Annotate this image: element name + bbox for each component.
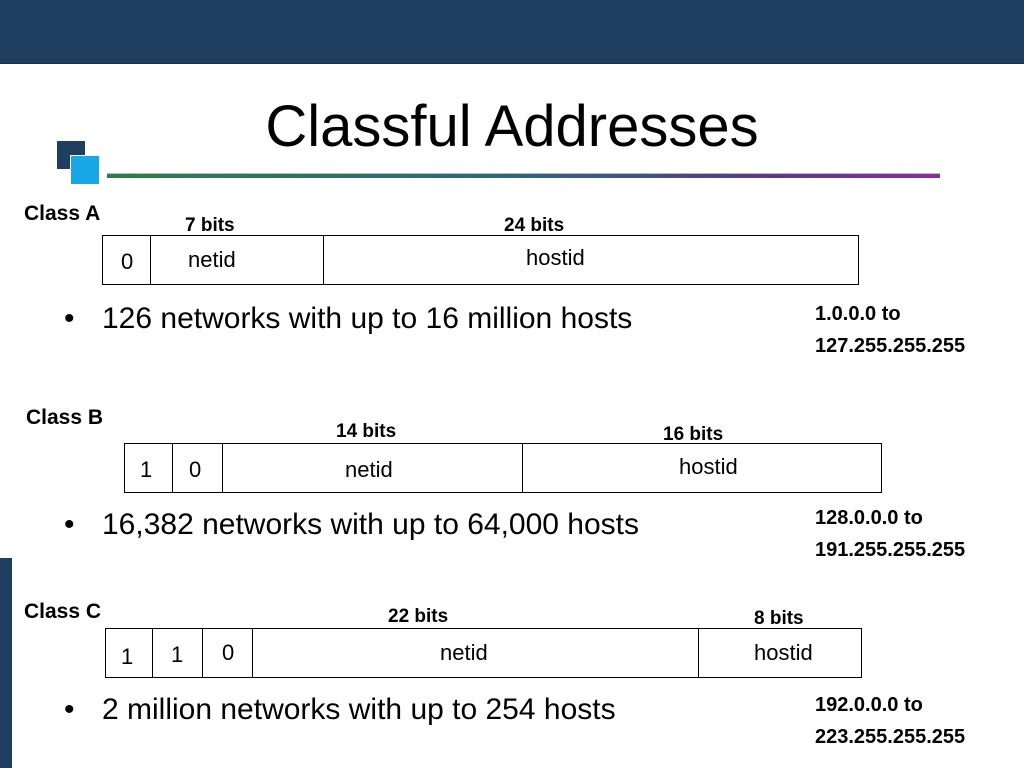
class-a-field-netid: netid [151, 236, 324, 284]
class-a-range: 1.0.0.0 to 127.255.255.255 [815, 303, 966, 357]
class-c-label: Class C [24, 600, 102, 623]
class-c-range: 192.0.0.0 to 223.255.255.255 [815, 694, 966, 748]
class-b-field-first-bit: 1 [125, 444, 173, 492]
class-c-field-netid: netid [253, 629, 699, 677]
class-a-address-format: 0 netid hostid [102, 235, 859, 285]
square-accent-icon [70, 155, 100, 185]
class-b-address-format: 1 0 netid hostid [124, 443, 882, 493]
class-a-hostid-bits: 24 bits [504, 215, 565, 236]
class-c-hostid-bits: 8 bits [754, 608, 804, 629]
header-bar [0, 0, 1024, 64]
class-b-field-netid: netid [223, 444, 523, 492]
left-accent-bar [0, 558, 12, 768]
bullet-icon: • [64, 302, 75, 335]
class-a-netid-bits: 7 bits [185, 215, 235, 236]
class-b-netid-bits: 14 bits [336, 421, 397, 442]
class-a-bullet: •126 networks with up to 16 million host… [64, 302, 633, 335]
class-b-field-hostid: hostid [679, 454, 738, 479]
class-c-address-format: 1 1 0 netid hostid [105, 628, 862, 678]
title-divider [107, 173, 940, 178]
class-c-field-third-bit: 0 [203, 629, 253, 677]
slide-title: Classful Addresses [265, 94, 759, 159]
class-c-netid-bits: 22 bits [388, 606, 449, 627]
class-b-label: Class B [26, 406, 104, 429]
class-c-field-second-bit: 1 [153, 629, 203, 677]
class-c-bullet: •2 million networks with up to 254 hosts [64, 693, 616, 726]
class-a-field-hostid: hostid [526, 245, 585, 270]
class-a-field-leading-bit: 0 [103, 236, 151, 284]
class-c-field-first-bit: 1 [106, 629, 153, 677]
class-b-field-second-bit: 0 [173, 444, 223, 492]
class-b-bullet: •16,382 networks with up to 64,000 hosts [64, 508, 640, 541]
class-a-label: Class A [24, 202, 101, 225]
bullet-icon: • [64, 693, 75, 726]
class-c-field-hostid: hostid [754, 640, 813, 665]
bullet-icon: • [64, 508, 75, 541]
class-b-hostid-bits: 16 bits [663, 424, 724, 445]
class-b-range: 128.0.0.0 to 191.255.255.255 [815, 507, 966, 561]
